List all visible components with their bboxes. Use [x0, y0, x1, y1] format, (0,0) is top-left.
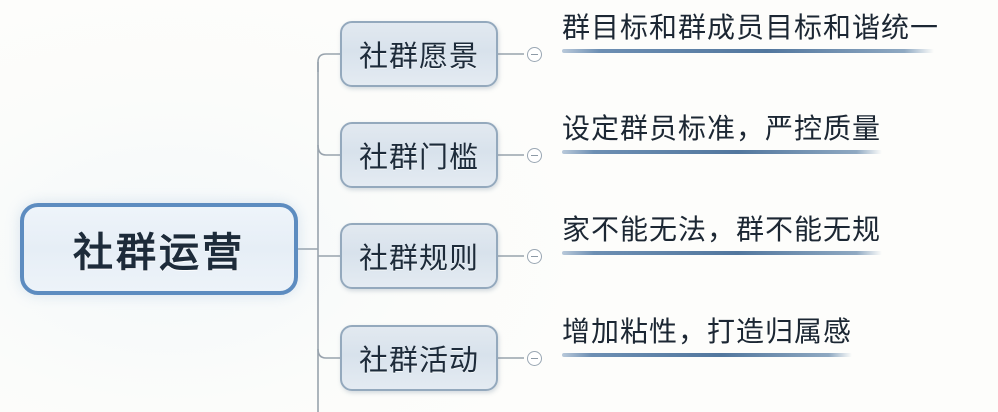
branch-node-3-label: 社群规则: [358, 243, 479, 275]
collapse-minus-icon-3[interactable]: [527, 249, 542, 264]
branch-node-4-label: 社群活动: [358, 345, 479, 377]
collapse-minus-icon-1[interactable]: [527, 47, 542, 62]
branch-node-2[interactable]: 社群门槛: [340, 122, 498, 188]
leaf-1-underline: [562, 49, 934, 53]
leaf-3-underline: [562, 251, 882, 255]
leaf-2[interactable]: 设定群员标准，严控质量: [562, 115, 882, 154]
collapse-minus-icon-4[interactable]: [527, 351, 542, 366]
branch-node-2-label: 社群门槛: [358, 142, 479, 174]
collapse-minus-icon-2[interactable]: [527, 148, 542, 163]
root-node[interactable]: 社群运营: [20, 203, 298, 295]
leaf-3[interactable]: 家不能无法，群不能无规: [562, 216, 882, 255]
leaf-2-text: 设定群员标准，严控质量: [562, 113, 882, 144]
leaf-4[interactable]: 增加粘性，打造归属感: [562, 318, 852, 357]
root-node-label: 社群运营: [73, 231, 245, 275]
branch-node-3[interactable]: 社群规则: [340, 223, 498, 289]
leaf-4-text: 增加粘性，打造归属感: [562, 316, 853, 347]
leaf-4-underline: [562, 353, 852, 357]
branch-node-1[interactable]: 社群愿景: [340, 21, 498, 87]
branch-node-4[interactable]: 社群活动: [340, 325, 498, 391]
leaf-2-underline: [562, 150, 882, 154]
leaf-1[interactable]: 群目标和群成员目标和谐统一: [562, 14, 939, 53]
leaf-1-text: 群目标和群成员目标和谐统一: [562, 12, 940, 43]
leaf-3-text: 家不能无法，群不能无规: [562, 214, 882, 245]
branch-node-1-label: 社群愿景: [358, 41, 479, 73]
